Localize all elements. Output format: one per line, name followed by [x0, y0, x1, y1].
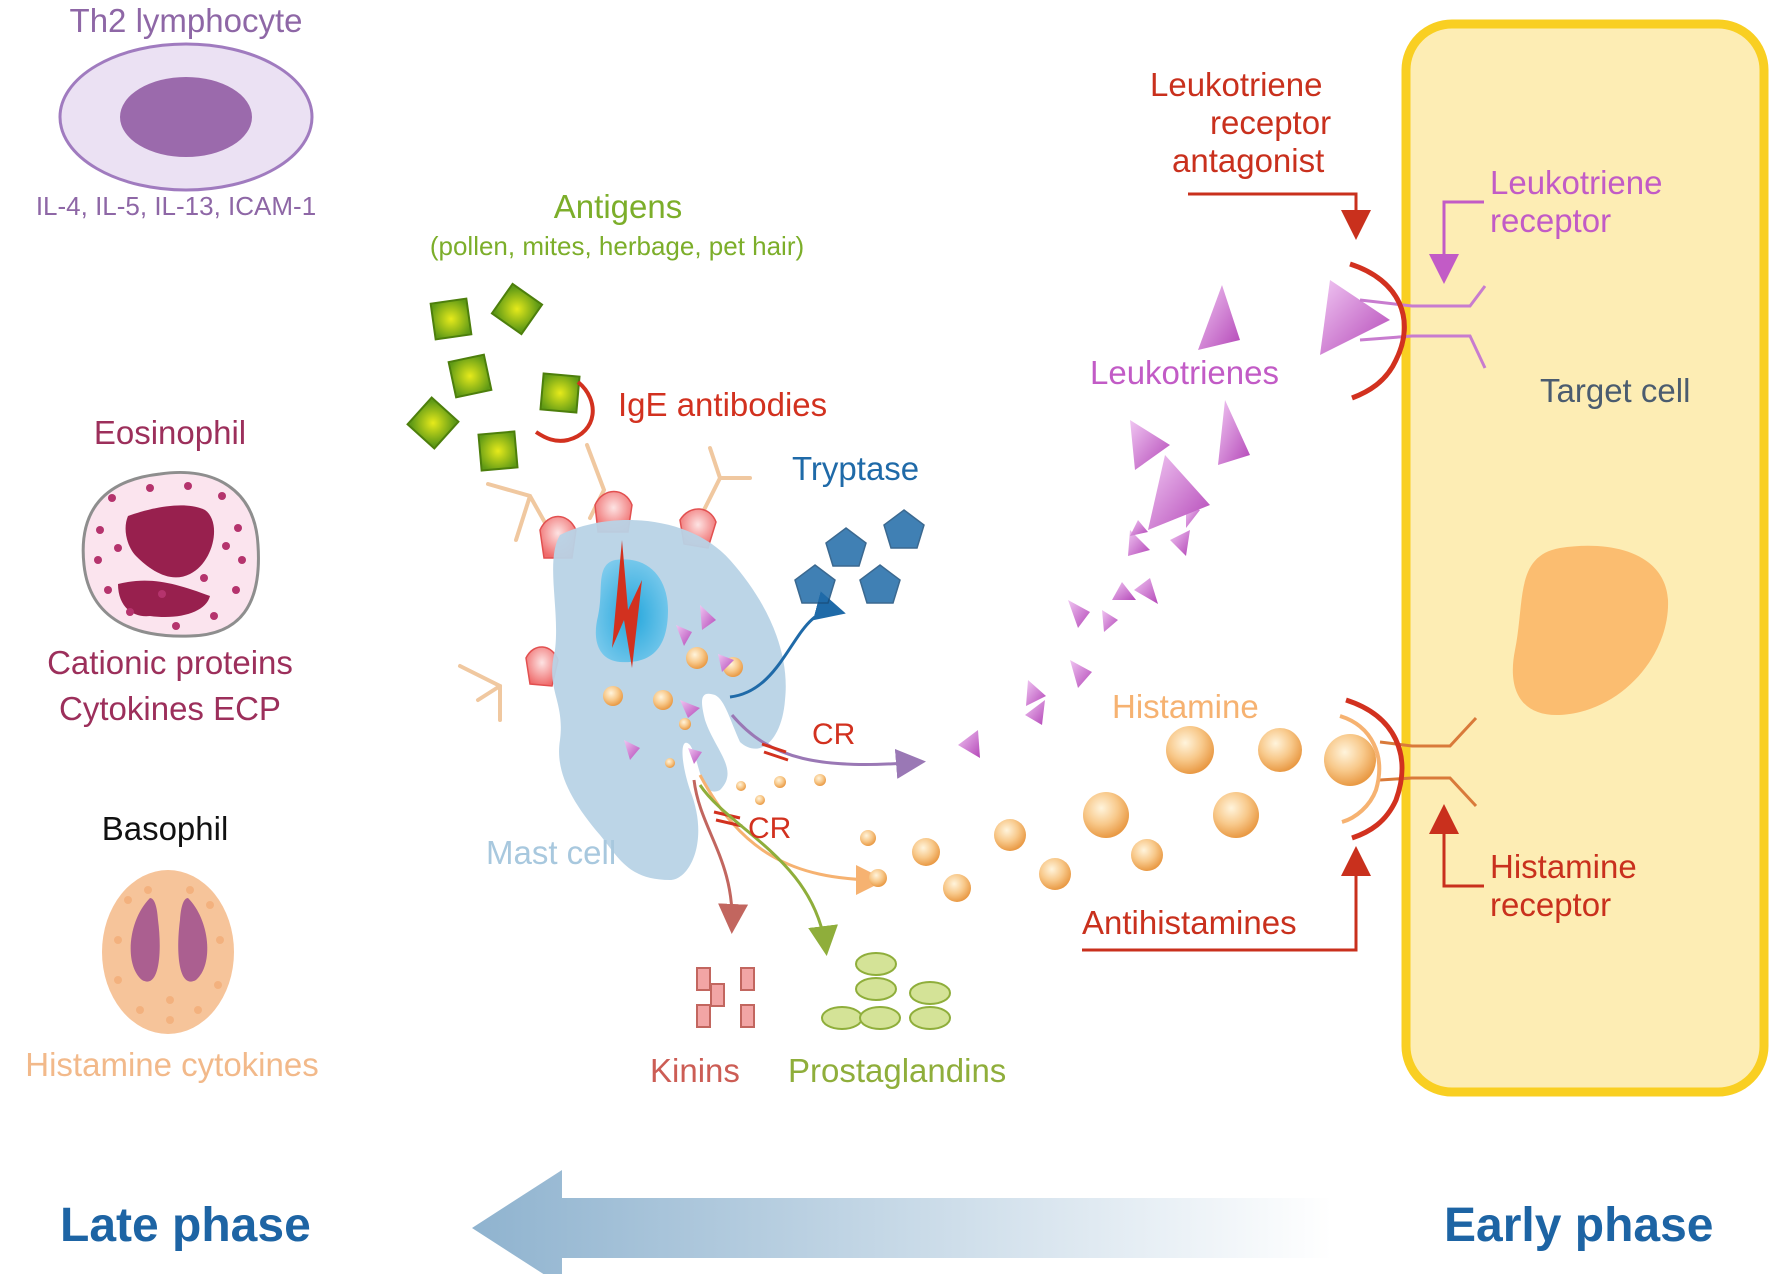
- lra-line-1: Leukotriene: [1150, 66, 1323, 103]
- eosinophil-cell: [81, 471, 260, 638]
- hr-line-1: Histamine: [1490, 848, 1637, 885]
- mast-cell-leukotrienes: [624, 605, 734, 764]
- eosinophil-sub-2: Cytokines ECP: [59, 690, 281, 727]
- kinin-release-arrow: [692, 779, 749, 934]
- histamine-molecules: [736, 726, 1376, 902]
- tryptase-release-arrow: [729, 591, 846, 699]
- prostaglandin-molecules: [821, 952, 951, 1030]
- histamine-label: Histamine: [1112, 688, 1259, 725]
- th2-title: Th2 lymphocyte: [69, 2, 303, 39]
- early-phase-label: Early phase: [1444, 1199, 1714, 1252]
- target-cell-nucleus: [1512, 545, 1669, 716]
- basophil-sub: Histamine cytokines: [25, 1046, 319, 1083]
- antihistamines-pointer: [1082, 846, 1371, 952]
- antigens-examples: (pollen, mites, herbage, pet hair): [429, 231, 805, 261]
- lra-line-2: receptor: [1210, 104, 1332, 141]
- cr-block-1: [761, 742, 789, 762]
- ige-antibody-arc: [534, 380, 595, 443]
- leukotrienes-label: Leukotrienes: [1090, 354, 1279, 391]
- lr-line-1: Leukotriene: [1490, 164, 1663, 201]
- leukotriene-molecules: [958, 280, 1390, 758]
- th2-nucleus: [120, 77, 252, 157]
- tryptase-label: Tryptase: [792, 450, 920, 487]
- hr-line-2: receptor: [1490, 886, 1612, 923]
- cr-label-1: CR: [812, 718, 856, 751]
- activation-bolt-icon: [612, 540, 642, 668]
- leukotriene-receptor-pointer: [1429, 200, 1484, 284]
- antigens-title: Antigens: [553, 188, 683, 225]
- kinin-molecules: [696, 967, 755, 1028]
- leukotriene-receptor: [1359, 285, 1487, 369]
- ige-label: IgE antibodies: [618, 386, 828, 423]
- histamine-receptor-pointer: [1429, 804, 1484, 888]
- ige-receptors: [458, 443, 752, 722]
- leukotriene-release-arrow: [730, 714, 926, 779]
- histamine-release-arrow: [698, 774, 886, 895]
- basophil-title: Basophil: [101, 810, 229, 847]
- basophil-cell: [102, 870, 234, 1034]
- th2-cytokines: IL-4, IL-5, IL-13, ICAM-1: [35, 191, 317, 221]
- target-cell-label: Target cell: [1540, 372, 1691, 409]
- antihistamines-label: Antihistamines: [1082, 904, 1297, 941]
- eosinophil-sub-1: Cationic proteins: [47, 644, 293, 681]
- tryptase-molecules: [794, 509, 925, 604]
- cr-label-2: CR: [748, 812, 792, 845]
- late-phase-label: Late phase: [60, 1199, 311, 1252]
- prostaglandin-release-arrow: [698, 784, 838, 956]
- antihistamine-cap: [1345, 697, 1405, 841]
- phase-arrow: [472, 1170, 1332, 1274]
- lra-line-3: antagonist: [1172, 142, 1325, 179]
- prostaglandins-label: Prostaglandins: [788, 1052, 1007, 1089]
- kinins-label: Kinins: [650, 1052, 740, 1089]
- lr-line-2: receptor: [1490, 202, 1612, 239]
- histamine-receptor-arc: [1339, 714, 1382, 824]
- leukotriene-antagonist-cap: [1349, 261, 1407, 401]
- antagonist-pointer: [1188, 192, 1371, 240]
- antigen-particles: [406, 282, 581, 472]
- eosinophil-title: Eosinophil: [93, 414, 247, 451]
- mast-cell-label: Mast cell: [486, 834, 617, 871]
